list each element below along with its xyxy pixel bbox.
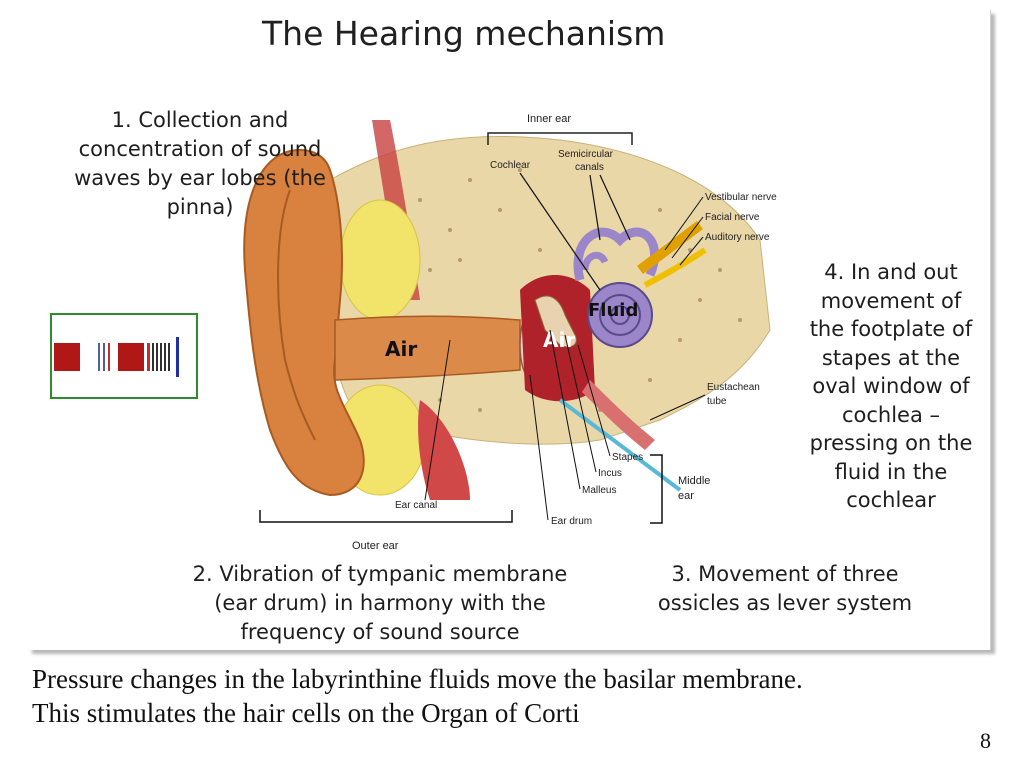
label-malleus: Malleus	[582, 485, 616, 496]
neck-muscle	[418, 400, 470, 500]
caption-line-1: Pressure changes in the labyrinthine flu…	[32, 664, 803, 694]
label-incus: Incus	[598, 468, 622, 479]
label-air-middle: Air	[543, 328, 575, 352]
slide-title: The Hearing mechanism	[262, 14, 666, 53]
step-2-text: 2. Vibration of tympanic membrane (ear d…	[150, 560, 610, 647]
step-1-line-2: concentration of sound	[78, 137, 322, 161]
label-auditory-nerve: Auditory nerve	[705, 232, 770, 243]
step-4-line-6: cochlea –	[841, 402, 941, 427]
step-4-line-2: movement of	[820, 288, 962, 313]
fatty-tissue-upper	[339, 199, 421, 321]
step-1-line-4: pinna)	[166, 195, 234, 219]
label-outer-ear: Outer ear	[352, 540, 399, 552]
step-4-line-7: pressing on the	[809, 431, 973, 455]
ear-canal	[334, 315, 521, 381]
slide-caption: Pressure changes in the labyrinthine flu…	[32, 662, 803, 730]
label-vestibular-nerve: Vestibular nerve	[705, 192, 777, 203]
label-eustachean-2: tube	[707, 396, 727, 407]
step-4-line-4: stapes at the	[821, 345, 961, 370]
step-1-text: 1. Collection and concentration of sound…	[50, 106, 350, 222]
label-facial-nerve: Facial nerve	[705, 212, 760, 223]
step-2-line-2: (ear drum) in harmony with the	[214, 591, 546, 615]
sound-wave-icon	[54, 337, 179, 377]
step-4-text: 4. In and out movement of the footplate …	[792, 258, 990, 515]
caption-line-2: This stimulates the hair cells on the Or…	[32, 698, 580, 728]
label-fluid: Fluid	[588, 300, 638, 321]
label-semicircular-1: Semicircular	[558, 149, 614, 160]
label-inner-ear: Inner ear	[527, 113, 571, 125]
label-air-outer: Air	[385, 337, 417, 361]
step-2-line-1: 2. Vibration of tympanic membrane	[192, 562, 568, 586]
step-4-line-8: fluid in the	[834, 459, 948, 484]
step-4-line-3: the footplate of	[809, 317, 973, 341]
label-eustachean-1: Eustachean	[707, 382, 760, 393]
step-4-line-5: oval window of	[812, 374, 970, 398]
label-cochlear: Cochlear	[490, 160, 531, 171]
bone-texture	[418, 168, 742, 412]
step-3-text: 3. Movement of three ossicles as lever s…	[630, 560, 940, 618]
step-4-line-9: cochlear	[846, 488, 936, 512]
step-1-line-1: 1. Collection and	[111, 108, 289, 132]
sound-wave-box	[50, 313, 198, 399]
label-ear-drum: Ear drum	[551, 516, 592, 527]
pinna	[243, 148, 365, 497]
semicircular-canals	[573, 227, 660, 282]
step-1-line-3: waves by ear lobes (the	[74, 166, 326, 190]
label-middle-ear-2: ear	[678, 490, 694, 502]
step-4-line-1: 4. In and out	[824, 260, 958, 284]
eustachian-tube	[582, 380, 655, 450]
cochlea	[587, 282, 653, 348]
ossicles	[534, 295, 577, 348]
nerve-bundle	[637, 221, 704, 275]
label-semicircular-2: canals	[575, 162, 604, 173]
step-2-line-3: frequency of sound source	[240, 620, 520, 644]
step-3-line-1: 3. Movement of three	[671, 562, 899, 586]
label-ear-canal: Ear canal	[395, 500, 437, 511]
label-stapes: Stapes	[612, 452, 643, 463]
label-middle-ear-1: Middle	[678, 475, 710, 487]
step-3-line-2: ossicles as lever system	[657, 591, 913, 615]
page-number: 8	[980, 728, 991, 753]
